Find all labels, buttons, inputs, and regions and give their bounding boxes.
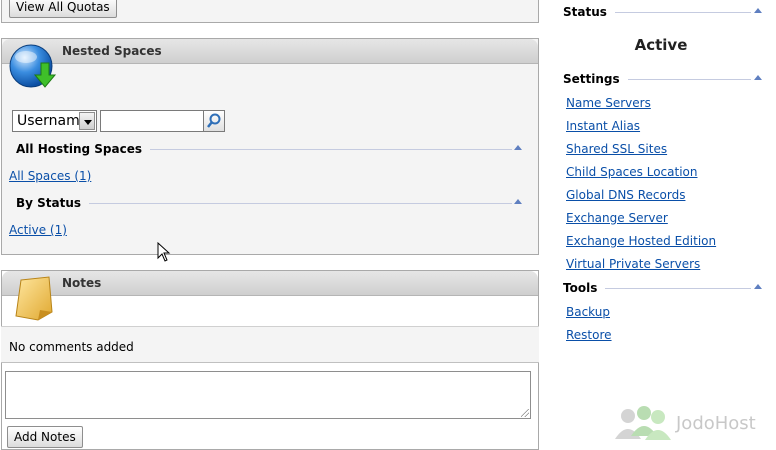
by-status-heading: By Status — [16, 196, 90, 210]
notepad-icon — [15, 276, 53, 321]
shared-ssl-sites-link[interactable]: Shared SSL Sites — [566, 142, 668, 156]
nested-spaces-header: Nested Spaces — [2, 39, 538, 64]
status-heading: Status — [563, 5, 615, 19]
nested-spaces-title: Nested Spaces — [62, 44, 162, 58]
exchange-hosted-edition-link[interactable]: Exchange Hosted Edition — [566, 234, 717, 248]
by-status-divider — [16, 203, 512, 204]
exchange-server-link[interactable]: Exchange Server — [566, 211, 668, 225]
resize-grip-icon[interactable] — [521, 409, 529, 417]
search-icon — [207, 113, 221, 128]
search-button[interactable] — [203, 110, 225, 132]
status-divider — [605, 12, 751, 13]
child-spaces-location-link[interactable]: Child Spaces Location — [566, 165, 698, 179]
notes-list: No comments added — [1, 327, 539, 363]
notes-title: Notes — [62, 276, 102, 290]
global-dns-records-link[interactable]: Global DNS Records — [566, 188, 686, 202]
search-field-select-value: Username — [17, 113, 89, 129]
search-field-select[interactable]: Username — [12, 110, 97, 132]
chevron-down-icon[interactable] — [79, 112, 95, 130]
tools-divider — [600, 288, 751, 289]
globe-download-icon — [9, 44, 57, 88]
collapse-arrow-icon[interactable] — [754, 284, 762, 289]
collapse-arrow-icon[interactable] — [514, 199, 522, 204]
notes-textarea[interactable] — [5, 371, 531, 419]
collapse-arrow-icon[interactable] — [754, 8, 762, 13]
instant-alias-link[interactable]: Instant Alias — [566, 119, 641, 133]
add-notes-button[interactable]: Add Notes — [7, 426, 83, 448]
notes-divider — [1, 326, 539, 327]
view-all-quotas-button[interactable]: View All Quotas — [9, 0, 117, 18]
all-hosting-spaces-divider — [16, 149, 512, 150]
status-value: Active — [634, 36, 688, 54]
all-hosting-spaces-heading: All Hosting Spaces — [16, 142, 151, 156]
settings-divider — [605, 79, 751, 80]
settings-heading: Settings — [563, 72, 628, 86]
virtual-private-servers-link[interactable]: Virtual Private Servers — [566, 257, 701, 271]
name-servers-link[interactable]: Name Servers — [566, 96, 651, 110]
collapse-arrow-icon[interactable] — [754, 75, 762, 80]
mouse-cursor-icon — [157, 242, 171, 262]
users-icon — [615, 406, 671, 440]
restore-link[interactable]: Restore — [566, 328, 612, 342]
quotas-panel-bottom: View All Quotas — [1, 0, 539, 23]
search-input[interactable] — [100, 110, 204, 132]
backup-link[interactable]: Backup — [566, 305, 610, 319]
jodohost-watermark: JodoHost — [676, 413, 756, 434]
all-spaces-link[interactable]: All Spaces (1) — [9, 169, 92, 183]
no-comments-text: No comments added — [9, 340, 134, 354]
tools-heading: Tools — [563, 281, 606, 295]
active-status-link[interactable]: Active (1) — [9, 223, 67, 237]
notes-header: Notes — [2, 271, 538, 296]
collapse-arrow-icon[interactable] — [514, 145, 522, 150]
